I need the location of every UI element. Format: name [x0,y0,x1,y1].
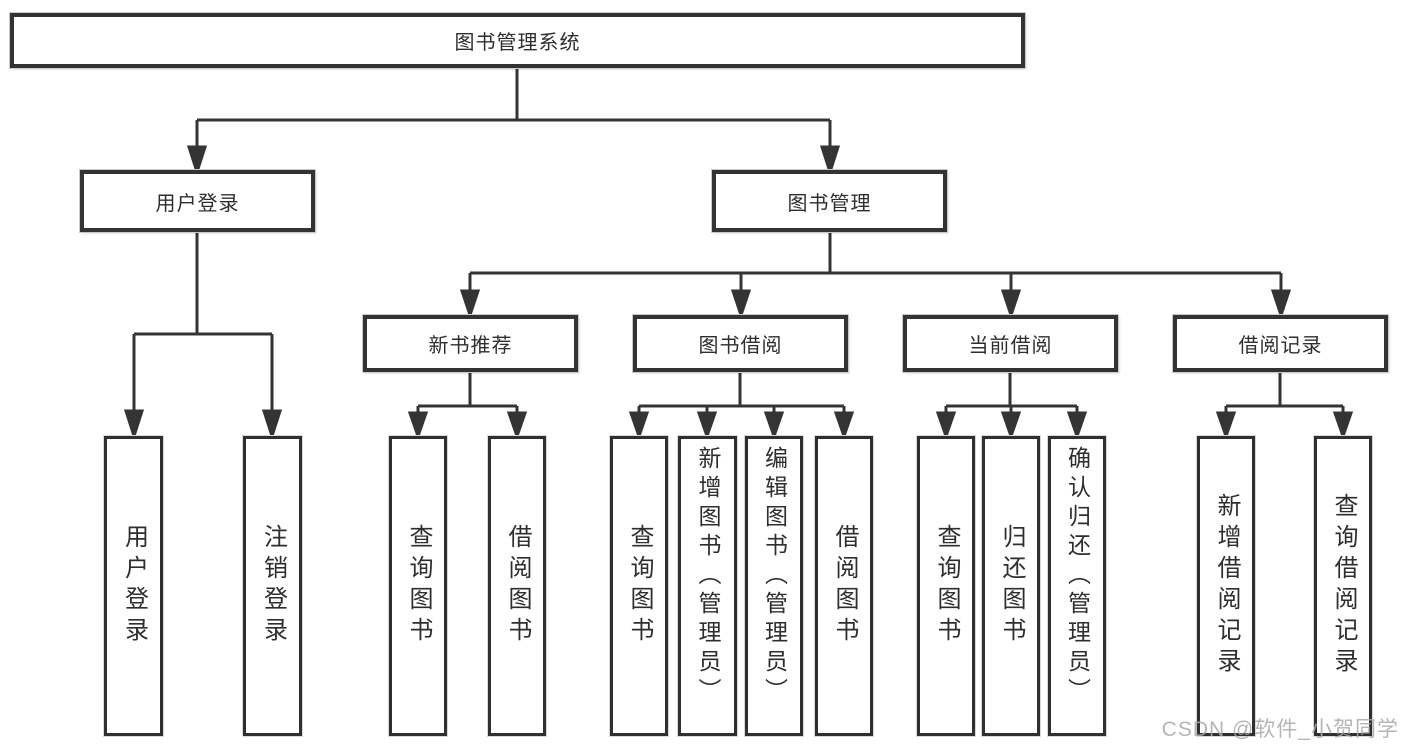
node-label: 注销登录 [259,524,287,648]
node-label: 借阅记录 [1238,335,1323,357]
node-label: 图书借阅 [698,335,783,357]
node-user-login: 用户登录 [80,170,315,232]
leaf-query-books-borrowing: 查询图书 [610,436,668,736]
node-label: 用户登录 [155,192,240,215]
node-label: 新增图书（管理员） [695,446,721,707]
leaf-borrow-books-borrowing: 借阅图书 [815,436,873,736]
leaf-query-borrow-record: 查询借阅记录 [1314,436,1372,736]
node-label: 当前借阅 [968,335,1053,357]
connector-book-management-children [459,232,1292,320]
node-label: 确认归还（管理员） [1064,446,1091,707]
connector-new-book-recommendation-children [407,372,528,441]
node-label: 归还图书 [998,524,1025,648]
node-label: 用户登录 [120,524,148,648]
node-label: 查询图书 [933,524,960,648]
node-label: 图书管理系统 [454,32,581,54]
node-book-management: 图书管理 [712,170,947,232]
node-label: 借阅图书 [504,524,531,648]
node-label: 图书管理 [787,192,872,215]
leaf-logout: 注销登录 [243,436,302,736]
watermark: CSDN @软件_小贺同学 [1161,718,1399,741]
leaf-query-books-recommend: 查询图书 [389,436,447,736]
node-label: 查询图书 [405,524,432,648]
leaf-add-book-admin: 新增图书（管理员） [678,436,737,736]
node-current-borrowing: 当前借阅 [903,315,1118,372]
leaf-add-borrow-record: 新增借阅记录 [1197,436,1255,736]
connector-user-login-children [123,232,283,441]
connector-book-borrowing-children [628,372,855,441]
node-borrowing-records: 借阅记录 [1173,315,1388,372]
node-label: 新书推荐 [428,335,513,357]
leaf-borrow-books-recommend: 借阅图书 [488,436,546,736]
node-label: 查询借阅记录 [1330,493,1357,679]
connector-root-to-level2 [186,68,841,177]
leaf-confirm-return-admin: 确认归还（管理员） [1048,436,1106,736]
leaf-return-books: 归还图书 [982,436,1040,736]
leaf-user-login: 用户登录 [104,436,163,736]
node-book-borrowing: 图书借阅 [633,315,848,372]
node-library-management-system: 图书管理系统 [10,13,1025,68]
node-label: 查询图书 [626,524,653,648]
connector-current-borrowing-children [935,372,1088,441]
leaf-edit-book-admin: 编辑图书（管理员） [745,436,803,736]
node-label: 新增借阅记录 [1213,493,1240,679]
connector-borrowing-records-children [1215,372,1354,441]
node-label: 编辑图书（管理员） [761,446,788,707]
node-new-book-recommendation: 新书推荐 [363,315,578,372]
node-label: 借阅图书 [831,524,858,648]
leaf-query-books-current: 查询图书 [917,436,975,736]
